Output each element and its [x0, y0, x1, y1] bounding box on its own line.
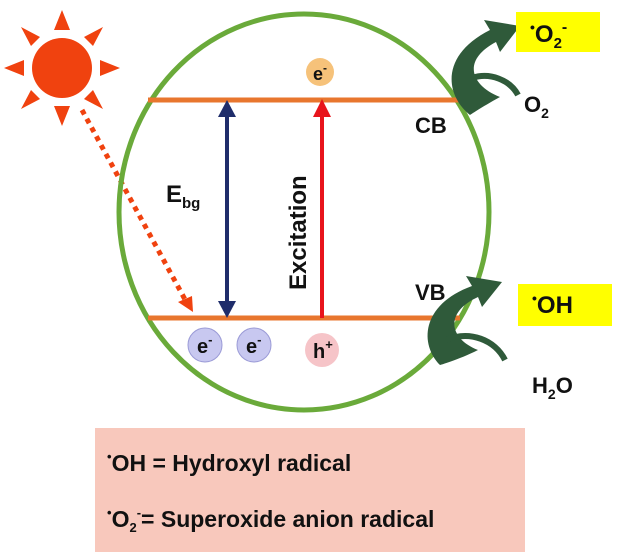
legend-superoxide-text: = Superoxide anion radical: [141, 506, 435, 532]
legend-superoxide-sup: -: [136, 505, 142, 520]
semiconductor-particle: [116, 11, 492, 413]
legend-box: •OH = Hydroxyl radical •O2-= Superoxide …: [95, 428, 525, 552]
hydroxyl-curved-arrow: [427, 276, 502, 365]
svg-text:h+: h+: [313, 337, 333, 363]
legend-superoxide-sub: 2: [129, 520, 137, 535]
legend-hydroxyl-text: OH = Hydroxyl radical: [111, 450, 352, 476]
legend-superoxide-o: O: [111, 506, 130, 532]
vb-label: VB: [415, 280, 446, 305]
hydroxyl-product-label: •OH: [532, 290, 573, 319]
electron-cb: e-: [306, 58, 334, 86]
sun-icon: [4, 10, 120, 126]
superoxide-reactant-arc: [471, 73, 521, 97]
superoxide-product-label: •O2-: [530, 19, 567, 52]
band-gap-arrowhead-bottom: [218, 301, 236, 318]
svg-text:e-: e-: [313, 61, 327, 84]
superoxide-curved-arrow: [451, 20, 520, 115]
hydroxyl-product-highlight: [518, 284, 612, 326]
electron-vb-2: e-: [236, 327, 272, 363]
legend-hydroxyl: •OH = Hydroxyl radical: [107, 449, 352, 477]
electron-vb-1: e-: [187, 327, 223, 363]
cb-label: CB: [415, 113, 447, 138]
oxygen-reactant-label: O2: [524, 92, 549, 121]
superoxide-product-highlight: [516, 12, 600, 52]
water-reactant-label: H2O: [532, 373, 573, 402]
legend-superoxide: •O2-= Superoxide anion radical: [107, 505, 435, 535]
excitation-label: Excitation: [285, 175, 312, 290]
svg-text:e-: e-: [246, 332, 261, 358]
radical-dot: •: [107, 505, 112, 520]
hole-vb: h+: [305, 333, 339, 367]
excitation-arrowhead: [313, 99, 331, 117]
band-gap-arrowhead-top: [218, 100, 236, 117]
svg-text:e-: e-: [197, 332, 212, 358]
band-gap-label: Ebg: [166, 181, 200, 212]
light-ray-arrow: [79, 108, 191, 307]
hydroxyl-reactant-arc: [444, 333, 508, 362]
radical-dot: •: [107, 449, 112, 464]
light-ray-arrowhead: [178, 296, 193, 312]
